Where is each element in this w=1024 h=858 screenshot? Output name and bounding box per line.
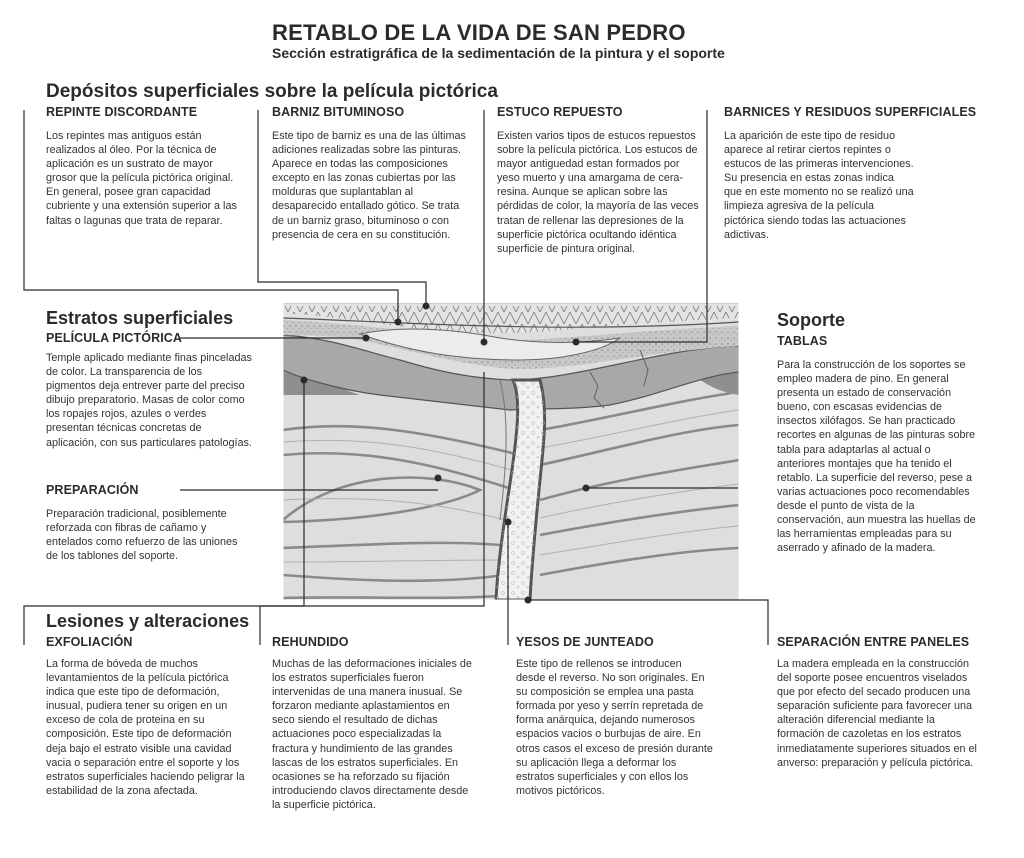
text-exfoliacion: La forma de bóveda de muchos levantamien… [46,658,245,797]
page-subtitle: Sección estratigráfica de la sedimentaci… [272,45,725,61]
wood-grain-right [539,390,739,577]
section-lesiones: Lesiones y alteraciones [46,611,250,631]
heading-yesos: YESOS DE JUNTEADO [516,635,654,649]
heading-rehundido: REHUNDIDO [272,635,349,649]
heading-estuco: ESTUCO REPUESTO [497,105,623,119]
text-repinte: Los repintes mas antiguos están realizad… [46,130,237,227]
section-soporte: Soporte [777,310,846,330]
text-preparacion: Preparación tradicional, posiblemente re… [46,508,238,563]
heading-preparacion: PREPARACIÓN [46,483,139,497]
text-pelicula: Temple aplicado mediante finas pincelada… [46,352,252,449]
stucco-lens [358,328,621,361]
heading-repinte: REPINTE DISCORDANTE [46,105,198,119]
heading-barnices: BARNICES Y RESIDUOS SUPERFICIALES [724,105,977,119]
text-yesos: Este tipo de rellenos se introducen desd… [516,658,713,797]
text-tablas: Para la construcción de los soportes se … [777,359,976,555]
heading-separacion: SEPARACIÓN ENTRE PANELES [777,635,970,649]
section-block [283,303,739,600]
leader-lines [23,110,769,645]
heading-exfoliacion: EXFOLIACIÓN [46,635,133,649]
section-estratos: Estratos superficiales [46,308,234,328]
heading-tablas: TABLAS [777,334,828,348]
text-separacion: La madera empleada en la construcción de… [777,658,977,769]
heading-pelicula: PELÍCULA PICTÓRICA [46,331,183,345]
text-rehundido: Muchas de las deformaciones iniciales de… [272,658,472,811]
heading-barniz: BARNIZ BITUMINOSO [272,105,405,119]
page-title: RETABLO DE LA VIDA DE SAN PEDRO [272,20,686,45]
leader-dots [300,302,590,604]
section-depositos: Depósitos superficiales sobre la películ… [46,81,498,102]
text-estuco: Existen varios tipos de estucos repuesto… [497,130,699,255]
text-barniz: Este tipo de barniz es una de las última… [272,130,466,241]
text-barnices: La aparición de este tipo de residuo apa… [724,130,914,241]
